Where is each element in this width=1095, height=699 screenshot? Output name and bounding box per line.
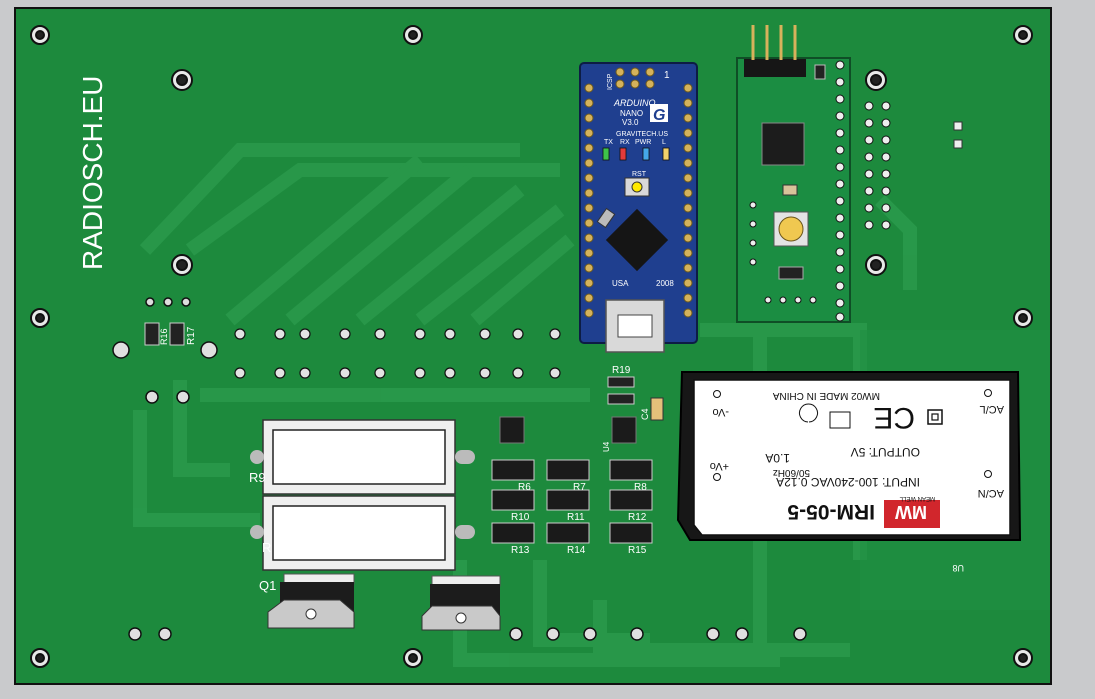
gravitech-logo: G xyxy=(650,104,668,124)
brand-label: RADIOSCH.EU xyxy=(77,76,108,270)
svg-text:R11: R11 xyxy=(567,512,585,523)
psu-output-current: 1.0A xyxy=(765,451,790,465)
pin-header xyxy=(744,25,806,77)
svg-text:USA: USA xyxy=(612,279,629,288)
svg-text:L: L xyxy=(662,139,666,146)
psu-pin-acl: AC/L xyxy=(980,403,1004,415)
svg-text:NANO: NANO xyxy=(620,109,643,118)
resistor-array xyxy=(491,459,653,544)
label-q1: Q1 xyxy=(259,578,276,593)
psu-output: OUTPUT: 5V xyxy=(851,445,920,459)
resistor-r19: R19 xyxy=(607,365,635,405)
svg-text:1: 1 xyxy=(664,70,670,81)
svg-text:ARDUINO: ARDUINO xyxy=(613,98,656,108)
header-pads xyxy=(234,328,561,379)
transistor-q2 xyxy=(421,575,501,631)
mini-usb-connector xyxy=(605,299,665,353)
svg-text:RST: RST xyxy=(632,171,647,178)
psu-model: IRM-05-5 xyxy=(787,500,875,523)
optocoupler-u4: U4 xyxy=(602,416,637,452)
svg-text:MEAN WELL: MEAN WELL xyxy=(899,495,935,501)
svg-text:R13: R13 xyxy=(511,545,530,556)
small-smd-pads xyxy=(953,121,963,149)
resistor-labels: R6 R7 R8 R10 R11 R12 R13 R14 R15 xyxy=(511,482,647,556)
svg-text:R17: R17 xyxy=(186,326,197,345)
pad-row xyxy=(145,297,191,307)
pad-grid xyxy=(864,101,891,230)
relay-top xyxy=(250,419,475,495)
power-supply-module: MW02 MADE IN CHINA CE OUTPUT: 5V 1.0A 50… xyxy=(676,371,1022,541)
svg-text:U4: U4 xyxy=(602,441,611,452)
psu-pin-acn: AC/N xyxy=(978,487,1004,499)
optocoupler-u3 xyxy=(499,416,525,444)
svg-text:V3.0: V3.0 xyxy=(622,118,639,127)
arduino-nano-module: ICSP 1 ARDUINO NANO V3.0 G GRAVITECH.US … xyxy=(579,62,698,353)
svg-text:ICSP: ICSP xyxy=(607,73,614,90)
microcontroller-chip xyxy=(605,208,669,272)
capacitor-c4: C4 xyxy=(640,397,664,421)
svg-text:R8: R8 xyxy=(634,482,647,493)
svg-text:MW: MW xyxy=(895,502,927,522)
svg-text:R14: R14 xyxy=(567,545,586,556)
psu-brand-logo: MW MEAN WELL xyxy=(884,495,940,528)
psu-cert-marks: CE xyxy=(799,401,943,434)
resistor-r17: R17 xyxy=(169,322,197,346)
svg-text:RX: RX xyxy=(620,139,630,146)
svg-text:GRAVITECH.US: GRAVITECH.US xyxy=(616,131,668,138)
crystal xyxy=(596,207,616,229)
psu-made-in: MW02 MADE IN CHINA xyxy=(772,390,880,401)
svg-text:TX: TX xyxy=(604,139,613,146)
resistor-r16: R16 xyxy=(144,322,169,346)
psu-freq: 50/60Hz xyxy=(773,467,810,478)
svg-text:R16: R16 xyxy=(159,328,169,345)
svg-text:R12: R12 xyxy=(628,512,647,523)
status-leds xyxy=(602,147,670,161)
transistor-q1 xyxy=(267,573,355,629)
relay-bottom xyxy=(250,495,475,571)
svg-text:R6: R6 xyxy=(518,482,531,493)
svg-text:CE: CE xyxy=(873,401,915,434)
psu-pin-vo-pos: +Vo xyxy=(710,460,729,472)
svg-text:2008: 2008 xyxy=(656,279,674,288)
svg-text:PWR: PWR xyxy=(635,139,651,146)
via-pads xyxy=(112,341,807,641)
display-interface-module xyxy=(736,25,851,323)
svg-text:G: G xyxy=(653,107,665,124)
reset-button xyxy=(624,177,650,197)
psu-input: INPUT: 100-240VAC 0.12A xyxy=(776,475,920,489)
module-ic xyxy=(761,122,805,166)
svg-text:R15: R15 xyxy=(628,545,647,556)
svg-text:R19: R19 xyxy=(612,365,631,376)
mounting-holes xyxy=(30,25,1033,668)
label-r9: R9 xyxy=(249,470,266,485)
psu-pin-vo-neg: -Vo xyxy=(712,406,729,418)
svg-text:C4: C4 xyxy=(640,408,650,420)
label-u8: U8 xyxy=(952,563,964,573)
svg-text:R7: R7 xyxy=(573,482,586,493)
label-r-partial: R xyxy=(262,540,271,555)
svg-text:R10: R10 xyxy=(511,512,530,523)
trimmer-potentiometer xyxy=(773,211,809,247)
